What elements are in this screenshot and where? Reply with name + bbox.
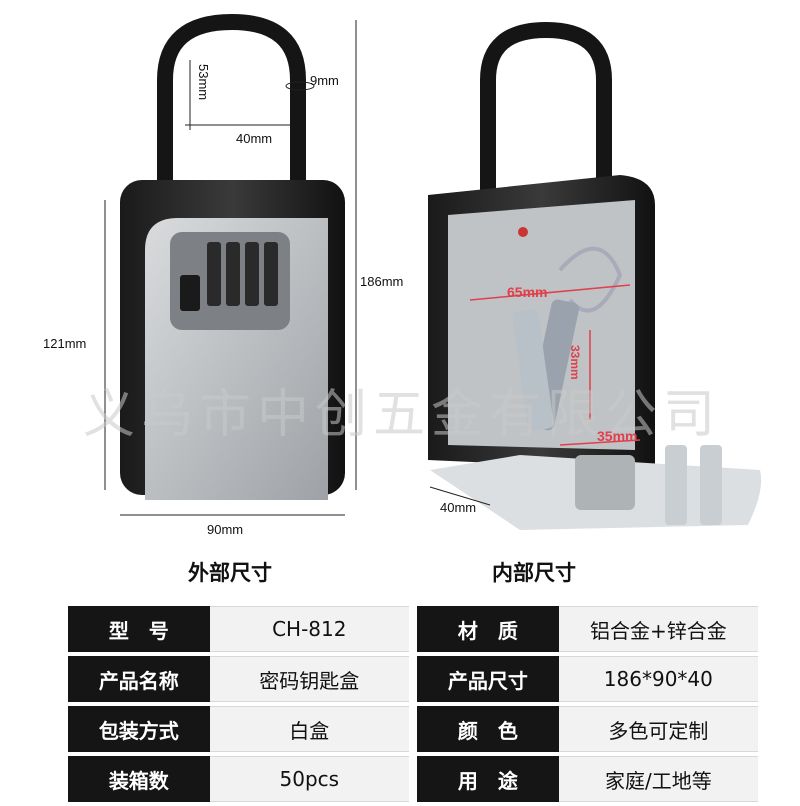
spec-label: 型 号: [68, 606, 210, 652]
spec-value: 家庭/工地等: [558, 756, 758, 802]
spec-value: 密码钥匙盒: [209, 656, 409, 702]
spec-value: 铝合金+锌合金: [558, 606, 758, 652]
inner-view: [428, 21, 762, 530]
spec-value: 白盒: [209, 706, 409, 752]
spec-table: 型 号 CH-812 材 质 铝合金+锌合金 产品名称 密码钥匙盒 产品尺寸 1…: [68, 602, 758, 806]
product-illustration: 53mm 40mm 9mm 186mm 121mm 90mm 65mm 33mm…: [43, 13, 762, 585]
combination-dials: [207, 242, 278, 306]
outer-caption: 外部尺寸: [188, 561, 272, 585]
spec-value: 多色可定制: [558, 706, 758, 752]
spec-label: 材 质: [417, 606, 559, 652]
spec-value: CH-812: [209, 606, 409, 652]
shackle-diameter-label: 9mm: [310, 73, 339, 88]
outer-dimension-lines: [104, 20, 357, 516]
latch-b: [700, 445, 722, 525]
key-2: [512, 309, 554, 431]
shackle: [157, 13, 306, 190]
spec-value: 186*90*40: [558, 656, 758, 702]
shackle-height-label: 53mm: [196, 64, 211, 101]
spec-label: 产品尺寸: [417, 656, 559, 702]
inner-shackle: [480, 21, 612, 200]
inner-cavity: [448, 200, 635, 450]
lockbox-drawing: [104, 13, 762, 530]
total-height-label: 186mm: [360, 274, 404, 289]
table-row: 包装方式 白盒 颜 色 多色可定制: [68, 706, 758, 752]
spec-label: 用 途: [417, 756, 559, 802]
width-label: 90mm: [207, 522, 244, 537]
table-row: 型 号 CH-812 材 质 铝合金+锌合金: [68, 606, 758, 652]
release-button: [180, 275, 200, 311]
spec-label: 包装方式: [68, 706, 210, 752]
inner-key-label: 33mm: [568, 345, 582, 380]
key-ring: [558, 246, 623, 313]
body-height-label: 121mm: [43, 336, 87, 351]
inner-depth-label: 35mm: [597, 428, 638, 444]
inner-caption: 内部尺寸: [492, 561, 576, 585]
spec-label: 颜 色: [417, 706, 559, 752]
depth-label: 40mm: [440, 500, 477, 515]
latch-a: [665, 445, 687, 525]
table-row: 装箱数 50pcs 用 途 家庭/工地等: [68, 756, 758, 802]
lid-mechanism: [575, 455, 635, 510]
spec-label: 产品名称: [68, 656, 210, 702]
table-row: 产品名称 密码钥匙盒 产品尺寸 186*90*40: [68, 656, 758, 702]
shackle-width-label: 40mm: [236, 131, 273, 146]
inner-width-label: 65mm: [507, 284, 548, 300]
outer-view: [104, 13, 357, 516]
spec-value: 50pcs: [209, 756, 409, 802]
inner-dimension-lines: [469, 284, 641, 446]
spec-label: 装箱数: [68, 756, 210, 802]
